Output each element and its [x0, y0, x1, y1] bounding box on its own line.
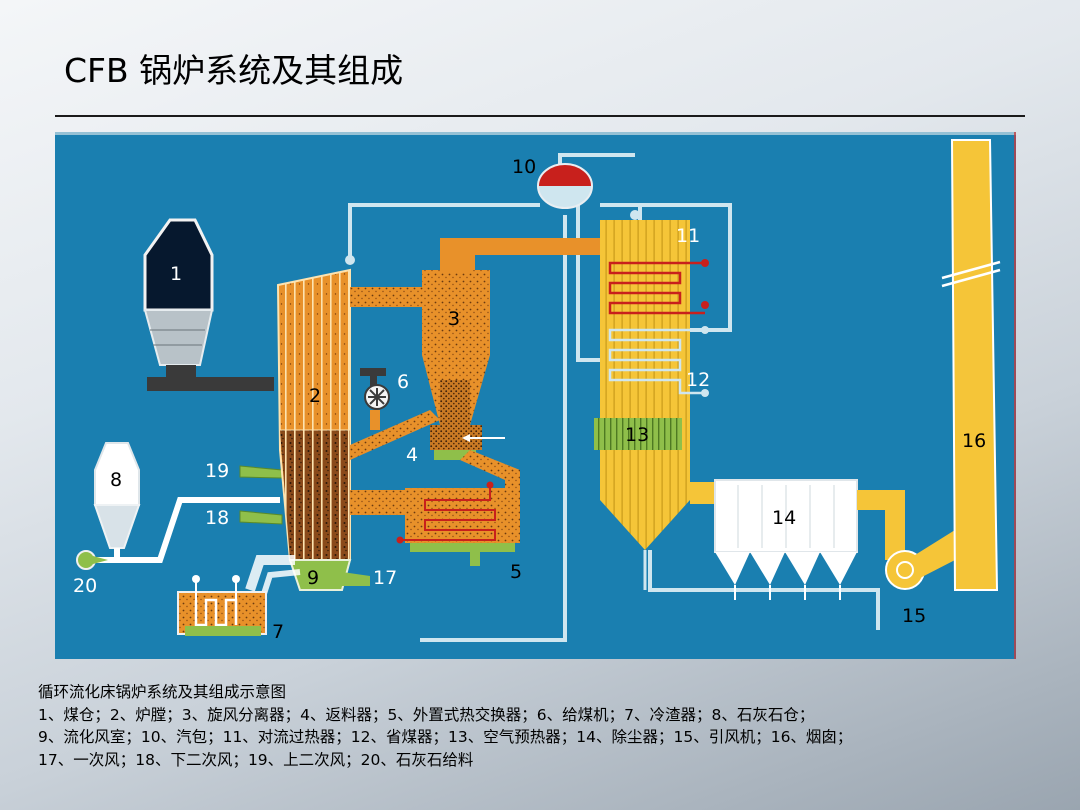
pipe-node [630, 210, 640, 220]
slide-title: CFB 锅炉系统及其组成 [64, 51, 404, 90]
limestone-silo [76, 442, 280, 570]
furnace [276, 268, 370, 591]
label-2: 2 [309, 385, 321, 407]
component-labels: 1 2 3 4 5 6 7 8 9 10 11 12 13 14 15 16 1… [73, 156, 986, 643]
label-14: 14 [772, 507, 796, 529]
air-preheater [594, 418, 682, 450]
coal-bunker [143, 218, 274, 391]
caption-heading: 循环流化床锅炉系统及其组成示意图 [38, 683, 287, 701]
label-13: 13 [625, 424, 649, 446]
economizer-coil [608, 328, 705, 395]
label-7: 7 [272, 621, 284, 643]
convective-pass [594, 220, 709, 550]
steam-drum [537, 163, 593, 209]
label-4: 4 [406, 444, 418, 466]
label-17: 17 [373, 567, 397, 589]
label-20: 20 [73, 575, 97, 597]
caption-line: 9、流化风室；10、汽包；11、对流过热器；12、省煤器；13、空气预热器；14… [38, 728, 853, 746]
limestone-feeder-fan [76, 550, 96, 570]
secondary-air-nozzles [239, 465, 283, 525]
caption-line: 1、煤仓；2、炉膛；3、旋风分离器；4、返料器；5、外置式热交换器；6、给煤机；… [38, 705, 815, 724]
superheater-coil [608, 261, 705, 315]
label-9: 9 [307, 567, 319, 589]
title-divider [55, 115, 1025, 117]
external-heat-exchanger [396, 481, 520, 566]
label-16: 16 [962, 430, 986, 452]
label-10: 10 [512, 156, 536, 178]
diagram-caption: 循环流化床锅炉系统及其组成示意图 1、煤仓；2、炉膛；3、旋风分离器；4、返料器… [38, 681, 1058, 771]
label-1: 1 [170, 263, 182, 285]
pipe-node [345, 255, 355, 265]
label-5: 5 [510, 561, 522, 583]
label-3: 3 [448, 308, 460, 330]
caption-line: 17、一次风；18、下二次风；19、上二次风；20、石灰石给料 [38, 750, 474, 769]
chimney [941, 139, 1001, 591]
label-12: 12 [686, 369, 710, 391]
label-15: 15 [902, 605, 926, 627]
loop-seal [430, 425, 505, 460]
label-8: 8 [110, 469, 122, 491]
label-11: 11 [676, 225, 700, 247]
dust-collector [714, 479, 858, 600]
label-18: 18 [205, 507, 229, 529]
diagram-background [55, 132, 1016, 659]
induced-draft-fan [885, 530, 955, 590]
label-6: 6 [397, 371, 409, 393]
coal-feeder [360, 368, 390, 430]
ash-cooler [177, 575, 267, 636]
label-19: 19 [205, 460, 229, 482]
